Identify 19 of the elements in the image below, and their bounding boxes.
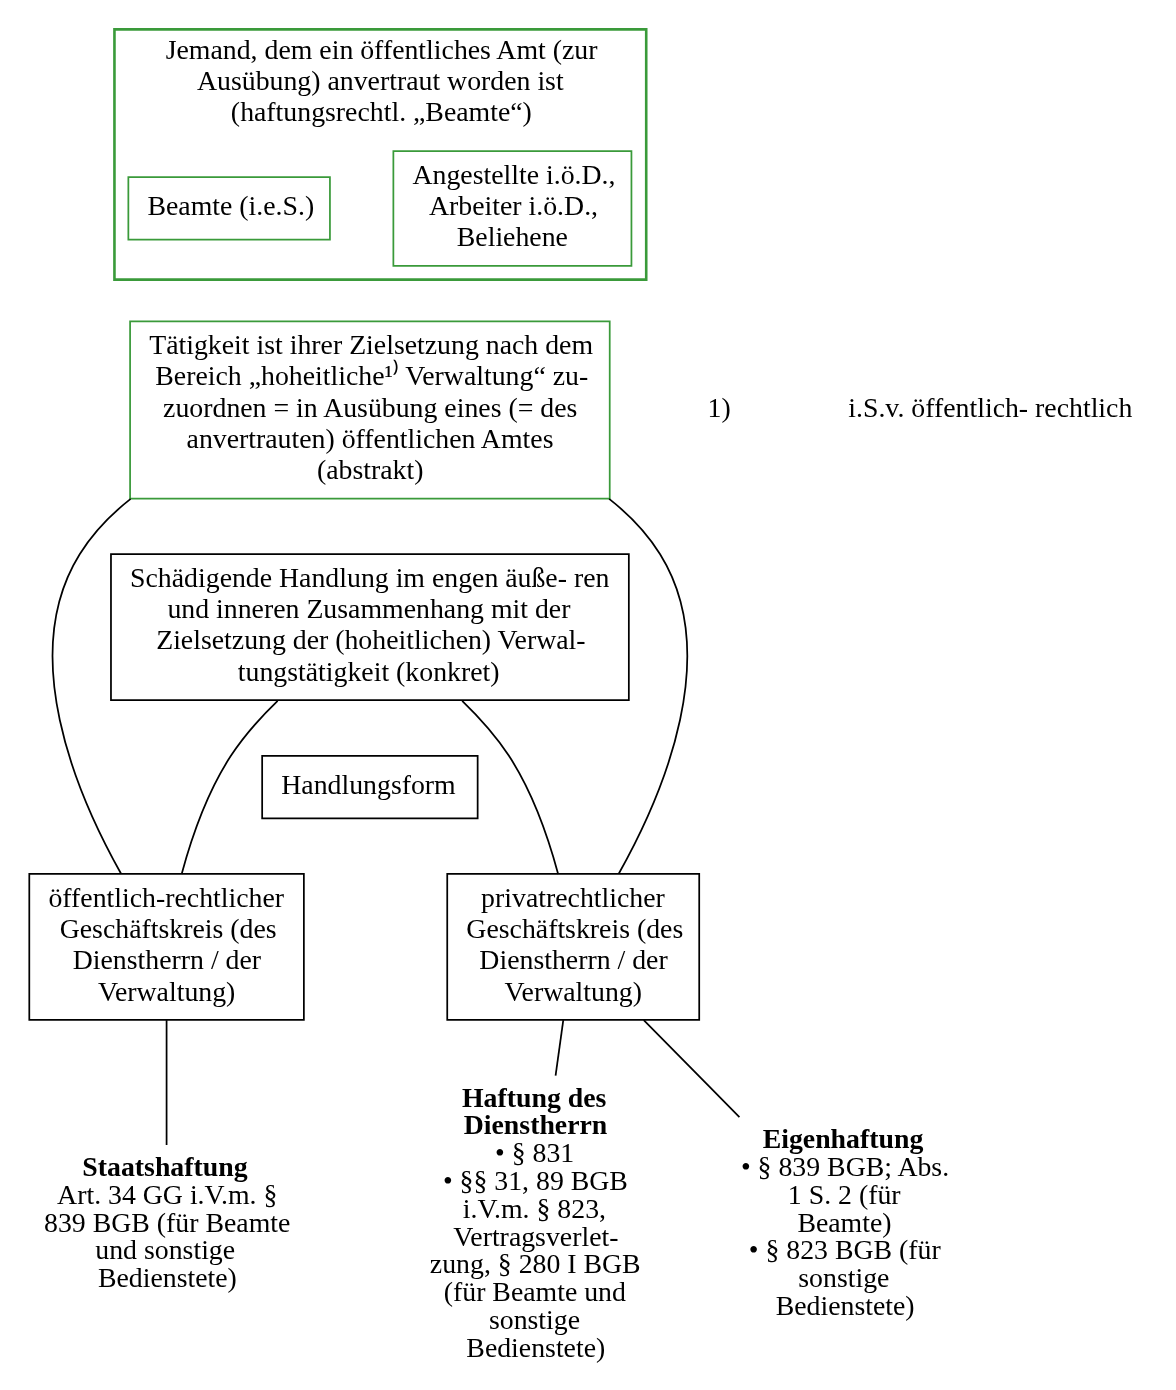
label: 1) <box>707 391 731 423</box>
node-box: Schädigende Handlung im engen äuße- ren und inneren Zusammenhang mit der Zielsetzung der (hoheitlichen) Verwal- tungstätigkeit (konkret) <box>110 553 630 702</box>
node-text: Eigenhaftung • § 839 BGB; Abs. 1 S. 2 (für Beamte) • § 823 BGB (für sonstige Bedienstete) <box>740 1123 950 1322</box>
connector <box>180 700 279 875</box>
node-box: Tätigkeit ist ihrer Zielsetzung nach dem Bereich „hoheitliche¹⁾ Verwaltung“ zu- zuordnen = in Ausübung eines (= des anvertrauten) öffentlichen Amtes (abstrakt) <box>129 320 611 500</box>
node-box: Angestellte i.ö.D., Arbeiter i.ö.D., Beliehene <box>392 150 633 267</box>
connector <box>554 1019 565 1077</box>
connector <box>608 498 689 875</box>
node-box: Handlungsform <box>261 754 479 820</box>
connector <box>165 1019 168 1146</box>
node-box: Beamte (i.e.S.) <box>127 176 331 241</box>
label: i.S.v. öffentlich- rechtlich <box>848 391 1133 423</box>
connector <box>51 498 132 875</box>
node-text: Haftung des Dienstherrn • § 831 • §§ 31, 89 BGB i.V.m. § 823, Vertragsverlet- zung, § 280 I BGB (für Beamte und sonstige Bedienstete) <box>429 1081 641 1363</box>
node-box: privatrechtlicher Geschäftskreis (des Dienstherrn / der Verwaltung) <box>446 873 701 1021</box>
node-text: Staatshaftung Art. 34 GG i.V.m. § 839 BGB (für Beamte und sonstige Bedienstete) <box>44 1151 291 1294</box>
connector <box>642 1019 741 1118</box>
connector <box>461 700 559 875</box>
node-box: öffentlich-rechtlicher Geschäftskreis (des Dienstherrn / der Verwaltung) <box>28 873 305 1021</box>
